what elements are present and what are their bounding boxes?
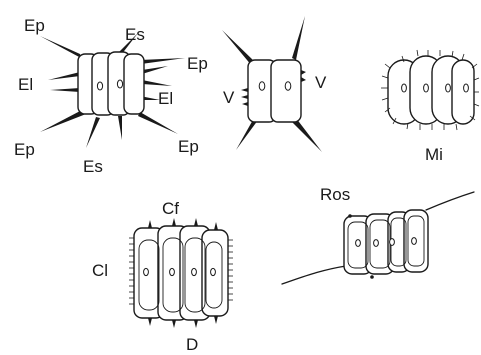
nucleus — [211, 268, 216, 275]
tooth — [241, 95, 248, 99]
label-el: El — [158, 89, 173, 108]
label-es: Es — [125, 25, 145, 44]
panel-bottom-right: Ros — [282, 185, 474, 284]
panel-top-middle: V V — [222, 16, 327, 152]
label-cl: Cl — [92, 261, 108, 280]
label-ep: Ep — [14, 140, 35, 159]
ep-spine-br — [138, 112, 178, 134]
ep-spine-tl — [40, 36, 81, 58]
nucleus — [192, 268, 197, 275]
nucleus — [356, 240, 361, 247]
tooth — [301, 70, 306, 75]
seta — [148, 220, 152, 228]
nucleus — [170, 268, 175, 275]
ep-spine-bl — [40, 110, 86, 132]
el-spine-right-3 — [142, 66, 168, 74]
nucleus — [412, 238, 417, 245]
cell — [452, 60, 474, 124]
seta — [214, 316, 218, 324]
nucleus — [374, 240, 379, 247]
rostrum-dot — [348, 214, 352, 218]
cell — [271, 60, 301, 122]
label-el: El — [18, 75, 33, 94]
tooth — [301, 77, 306, 82]
label-ep: Ep — [24, 16, 45, 35]
seta — [194, 218, 198, 226]
label-v: V — [315, 73, 327, 92]
label-d: D — [186, 335, 198, 354]
long-seta-right — [426, 192, 474, 210]
rostrum-dot — [370, 275, 374, 279]
es-spine-bottom — [86, 117, 100, 148]
spine-br — [292, 118, 322, 152]
nucleus — [402, 84, 407, 92]
label-mi: Mi — [425, 145, 443, 164]
panel-top-left: Ep Es Ep El El Ep Es Ep — [14, 16, 208, 176]
el-spine-bottom-2 — [118, 116, 122, 140]
label-ep: Ep — [178, 137, 199, 156]
nucleus — [144, 268, 149, 275]
tooth — [241, 88, 248, 92]
nucleus — [446, 84, 451, 92]
seta — [172, 320, 176, 328]
spine-bl — [236, 118, 258, 150]
nucleus — [390, 239, 395, 246]
nucleus — [259, 82, 265, 90]
nucleus — [97, 82, 102, 90]
label-ros: Ros — [320, 185, 350, 204]
label-cf: Cf — [162, 199, 179, 218]
nucleus — [285, 82, 291, 90]
label-v: V — [223, 88, 235, 107]
tooth — [242, 102, 248, 106]
panel-bottom-left: Cf Cl D — [92, 199, 233, 354]
ep-spine-tr — [140, 58, 185, 64]
el-spine-left-1 — [48, 72, 80, 80]
spine-tl — [222, 30, 255, 66]
seta — [148, 318, 152, 326]
seta — [172, 218, 176, 226]
nucleus — [117, 80, 122, 88]
cell — [124, 54, 144, 114]
el-spine-right-1 — [142, 80, 172, 86]
long-seta-left — [282, 266, 346, 284]
label-es: Es — [83, 157, 103, 176]
nucleus — [424, 84, 429, 92]
label-ep: Ep — [187, 54, 208, 73]
seta — [194, 320, 198, 328]
panel-top-right: Mi — [381, 50, 479, 164]
seta — [214, 222, 218, 230]
spine-tr — [292, 16, 305, 60]
el-spine-left-2 — [50, 88, 80, 92]
nucleus — [464, 84, 469, 92]
